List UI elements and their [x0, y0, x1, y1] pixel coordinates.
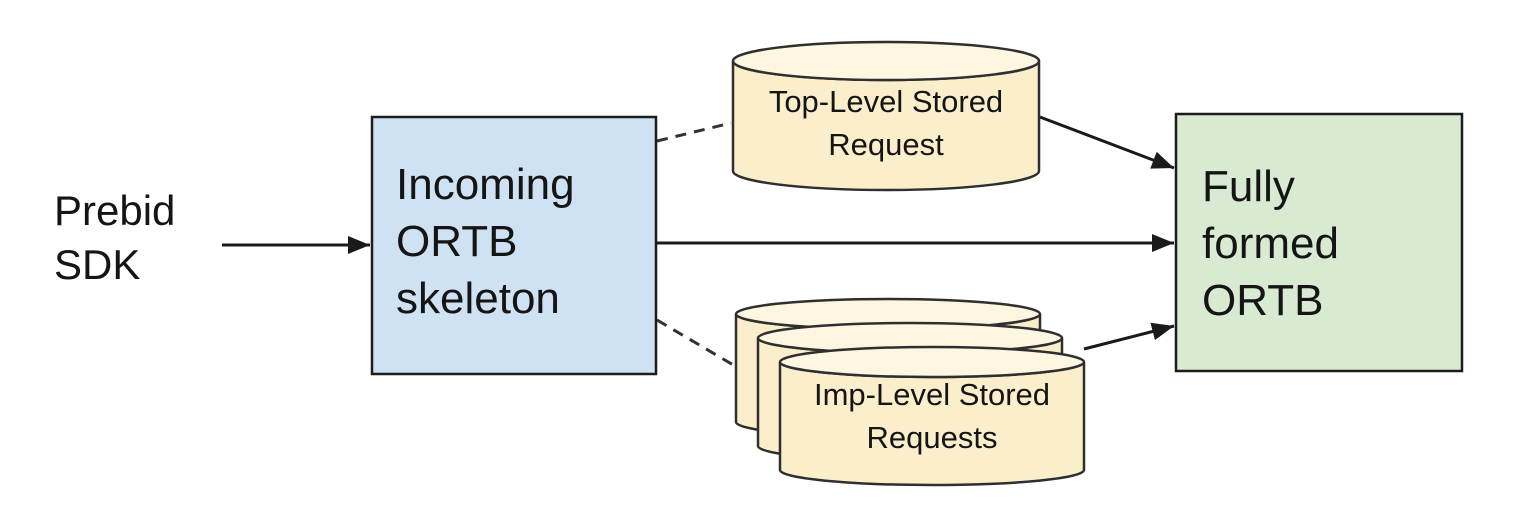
incoming-ortb-box — [370, 115, 658, 376]
top-stored-request-label: Top-Level Stored Request — [768, 84, 1004, 162]
prebid-sdk-label: Prebid SDK — [54, 187, 176, 288]
imp-stored-cylinder-front — [778, 345, 1086, 487]
top-stored-request-cylinder — [731, 40, 1041, 192]
edge-impstored-to-fully — [1083, 322, 1175, 351]
imp-stored-requests-label: Imp-Level Stored Requests — [813, 377, 1051, 455]
fully-formed-ortb-label: Fully formed ORTB — [1202, 162, 1339, 325]
edge-topstored-to-fully — [1039, 115, 1175, 170]
incoming-ortb-label: Incoming ORTB skeleton — [396, 160, 575, 323]
edge-incoming-to-impstored-dashed — [656, 318, 736, 368]
cylinder-top — [731, 40, 1041, 82]
edge-incoming-to-topstored-dashed — [656, 121, 732, 143]
cylinder-top — [778, 345, 1086, 379]
fully-formed-ortb-box — [1174, 112, 1464, 373]
